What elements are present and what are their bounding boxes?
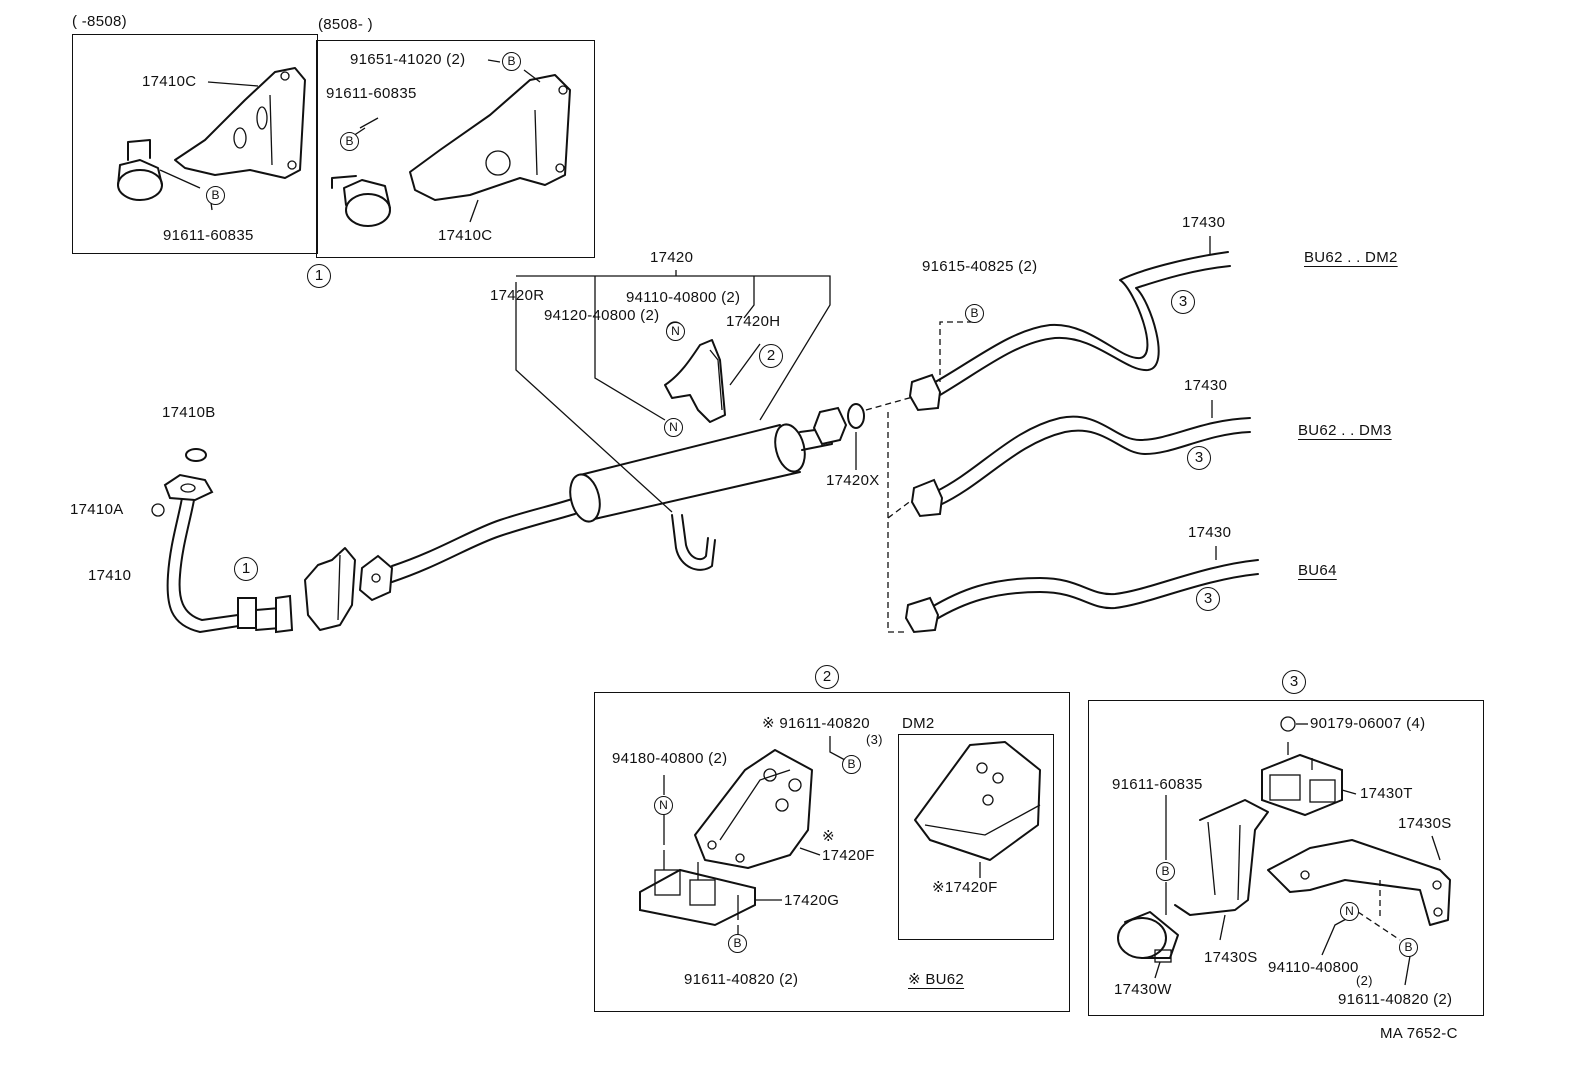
detail2-bolt-bottom-label: 91611-40820 (2) bbox=[684, 971, 799, 988]
inset-b-nut-label: 91651-41020 (2) bbox=[350, 51, 466, 68]
hanger-17420h-label: 17420H bbox=[726, 313, 781, 330]
detail2-bracket-g-label: 17420G bbox=[784, 892, 840, 909]
tail-pipe-1-label: 17430 bbox=[1182, 214, 1226, 231]
inset-b-range: (8508- ) bbox=[318, 16, 373, 33]
detail2-nut-label: 94180-40800 (2) bbox=[612, 750, 728, 767]
detail-2-title-mark: 2 bbox=[815, 665, 839, 689]
detail2-bolt-top-qty: (3) bbox=[866, 732, 883, 747]
inset-box-b bbox=[316, 40, 595, 258]
detail3-bolt-c-label: 91611-40820 (2) bbox=[1338, 991, 1453, 1008]
detail2-dm2-part-label: ※17420F bbox=[932, 879, 998, 896]
detail2-b-mark-bottom: B bbox=[728, 934, 747, 953]
group-1-mark: 1 bbox=[307, 264, 331, 288]
inset-b-bolt-label: 91611-60835 bbox=[326, 85, 417, 102]
detail2-bracket-f-label: 17420F bbox=[822, 847, 875, 864]
detail2-star-mark: ※ bbox=[822, 828, 835, 845]
inset-a-b-mark: B bbox=[206, 186, 225, 205]
tail-pipe-3-drawing bbox=[904, 559, 1259, 634]
front-pipe-group-1-mark: 1 bbox=[234, 557, 258, 581]
detail3-bolt-b-qty: (2) bbox=[1356, 973, 1373, 988]
detail3-17430s-left-label: 17430S bbox=[1204, 949, 1258, 966]
tail-b-mark: B bbox=[965, 304, 984, 323]
pipe-17410-label: 17410 bbox=[88, 567, 132, 584]
inset-b-bracket-label: 17410C bbox=[438, 227, 493, 244]
tail-1-group-3-mark: 3 bbox=[1171, 290, 1195, 314]
variant-bu62-dm3-label: BU62 . . DM3 bbox=[1298, 422, 1392, 439]
detail3-bolt-label: 91611-60835 bbox=[1112, 776, 1203, 793]
bolt-94120-label: 94120-40800 (2) bbox=[544, 307, 660, 324]
detail2-b-mark-top: B bbox=[842, 755, 861, 774]
variant-bu64-label: BU64 bbox=[1298, 562, 1337, 579]
detail2-legend-bu62: ※ BU62 bbox=[908, 971, 965, 988]
variant-bu62-dm2-label: BU62 . . DM2 bbox=[1304, 249, 1398, 266]
inset-box-a bbox=[72, 34, 318, 254]
tail-pipe-2-label: 17430 bbox=[1184, 377, 1228, 394]
bolt-94110-label: 94110-40800 (2) bbox=[626, 289, 741, 306]
center-n-mark-top: N bbox=[666, 322, 685, 341]
detail3-n-mark: N bbox=[1340, 902, 1359, 921]
front-muffler-drawing bbox=[304, 547, 394, 631]
front-pipe-drawing bbox=[151, 448, 294, 634]
detail-2-drawing bbox=[639, 741, 1041, 927]
tail-2-group-3-mark: 3 bbox=[1187, 446, 1211, 470]
detail2-bolt-top-label: ※ 91611-40820 bbox=[762, 715, 870, 732]
tail-pipe-1-drawing bbox=[908, 251, 1231, 412]
gasket-17420x-label: 17420X bbox=[826, 472, 880, 489]
detail2-dm2-title: DM2 bbox=[902, 715, 935, 732]
inset-a-bolt-label: 91611-60835 bbox=[163, 227, 254, 244]
detail3-17430s-right-label: 17430S bbox=[1398, 815, 1452, 832]
detail3-b-mark-left: B bbox=[1156, 862, 1175, 881]
detail-3-drawing bbox=[1117, 716, 1451, 963]
detail-box-dm2 bbox=[898, 734, 1054, 940]
tail-pipe-3-label: 17430 bbox=[1188, 524, 1232, 541]
detail-3-title-mark: 3 bbox=[1282, 670, 1306, 694]
detail3-b-mark-right: B bbox=[1399, 938, 1418, 957]
center-group-2-mark: 2 bbox=[759, 344, 783, 368]
detail-box-2 bbox=[594, 692, 1070, 1012]
inset-a-bracket-label: 17410C bbox=[142, 73, 197, 90]
hanger-17420r-label: 17420R bbox=[490, 287, 545, 304]
tail-pipe-2-drawing bbox=[910, 415, 1251, 518]
detail-box-3 bbox=[1088, 700, 1484, 1016]
inset-a-range: ( -8508) bbox=[72, 13, 127, 30]
gasket-17410b-label: 17410B bbox=[162, 404, 216, 421]
inset-a-drawing bbox=[117, 67, 306, 201]
detail3-17430t-label: 17430T bbox=[1360, 785, 1413, 802]
main-muffler-drawing bbox=[569, 321, 865, 571]
tail-3-group-3-mark: 3 bbox=[1196, 587, 1220, 611]
tail-bolt-label: 91615-40825 (2) bbox=[922, 258, 1038, 275]
detail2-n-mark: N bbox=[654, 796, 673, 815]
inset-b-b-mark: B bbox=[340, 132, 359, 151]
detail3-nut-label: 90179-06007 (4) bbox=[1310, 715, 1426, 732]
center-n-mark-bottom: N bbox=[664, 418, 683, 437]
nut-17410a-label: 17410A bbox=[70, 501, 124, 518]
diagram-reference: MA 7652-C bbox=[1380, 1025, 1458, 1042]
muffler-17420-label: 17420 bbox=[650, 249, 694, 266]
detail3-17430w-label: 17430W bbox=[1114, 981, 1172, 998]
detail3-bolt-b-label: 94110-40800 bbox=[1268, 959, 1359, 976]
inset-b-b-mark-top: B bbox=[502, 52, 521, 71]
